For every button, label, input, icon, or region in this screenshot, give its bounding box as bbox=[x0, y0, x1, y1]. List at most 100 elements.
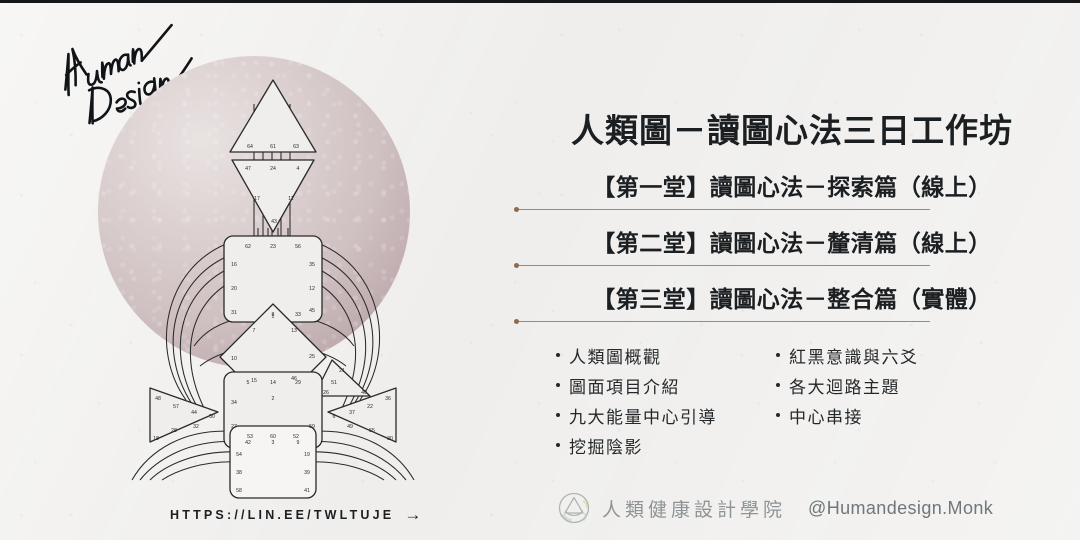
svg-text:6: 6 bbox=[333, 414, 336, 420]
list-item: 挖掘陰影 bbox=[556, 430, 717, 460]
svg-text:9: 9 bbox=[297, 440, 300, 446]
svg-text:17: 17 bbox=[254, 196, 260, 202]
svg-text:30: 30 bbox=[387, 436, 393, 442]
svg-text:3: 3 bbox=[272, 440, 275, 446]
svg-text:25: 25 bbox=[309, 354, 315, 360]
triangle-in-circle-icon bbox=[556, 490, 592, 526]
svg-text:48: 48 bbox=[155, 396, 161, 402]
list-item: 中心串接 bbox=[776, 400, 1080, 430]
bullet-dot-icon bbox=[556, 443, 560, 447]
svg-text:15: 15 bbox=[251, 378, 257, 384]
svg-text:47: 47 bbox=[245, 166, 251, 172]
svg-text:33: 33 bbox=[295, 312, 301, 318]
svg-text:14: 14 bbox=[270, 380, 276, 386]
svg-text:63: 63 bbox=[293, 144, 299, 150]
list-item-label: 圖面項目介紹 bbox=[569, 377, 680, 398]
svg-text:62: 62 bbox=[245, 244, 251, 250]
course-item-3[interactable]: 【第三堂】讀圖心法－整合篇（實體） bbox=[592, 286, 992, 312]
svg-text:59: 59 bbox=[309, 424, 315, 430]
svg-text:53: 53 bbox=[247, 434, 253, 440]
divider-1 bbox=[514, 207, 930, 212]
list-item: 各大迴路主題 bbox=[776, 370, 1080, 400]
topic-list-column-left: 人類圖概觀 圖面項目介紹 九大能量中心引導 挖掘陰影 bbox=[556, 340, 717, 460]
svg-text:36: 36 bbox=[385, 396, 391, 402]
svg-text:44: 44 bbox=[191, 410, 197, 416]
svg-text:60: 60 bbox=[270, 434, 276, 440]
list-item: 圖面項目介紹 bbox=[556, 370, 717, 400]
course-item-2[interactable]: 【第二堂】讀圖心法－釐清篇（線上） bbox=[592, 230, 992, 256]
course-item-1[interactable]: 【第一堂】讀圖心法－探索篇（線上） bbox=[592, 174, 992, 200]
bullet-dot-icon bbox=[556, 353, 560, 357]
svg-text:19: 19 bbox=[304, 452, 310, 458]
topic-list-column-right: 紅黑意識與六爻 各大迴路主題 中心串接 bbox=[776, 340, 1080, 540]
brand-footer: 人類健康設計學院 @Humandesign.Monk bbox=[556, 490, 993, 526]
svg-text:45: 45 bbox=[309, 308, 315, 314]
line-url-text: HTTPS://LIN.EE/TWLTUJE bbox=[170, 508, 395, 522]
social-handle: @Humandesign.Monk bbox=[808, 497, 994, 518]
svg-text:56: 56 bbox=[295, 244, 301, 250]
svg-text:50: 50 bbox=[209, 414, 215, 420]
svg-text:64: 64 bbox=[247, 144, 253, 150]
svg-text:29: 29 bbox=[295, 380, 301, 386]
content-column: 人類圖－讀圖心法三日工作坊 【第一堂】讀圖心法－探索篇（線上） 【第二堂】讀圖心… bbox=[500, 0, 1080, 540]
svg-text:38: 38 bbox=[236, 470, 242, 476]
svg-text:37: 37 bbox=[349, 410, 355, 416]
svg-text:55: 55 bbox=[369, 428, 375, 434]
bullet-dot-icon bbox=[556, 413, 560, 417]
svg-text:10: 10 bbox=[231, 356, 237, 362]
divider-2 bbox=[514, 263, 930, 268]
svg-text:4: 4 bbox=[297, 166, 300, 172]
svg-text:7: 7 bbox=[253, 328, 256, 334]
svg-text:13: 13 bbox=[291, 328, 297, 334]
svg-text:35: 35 bbox=[309, 262, 315, 268]
svg-text:28: 28 bbox=[171, 428, 177, 434]
svg-text:49: 49 bbox=[347, 424, 353, 430]
svg-text:26: 26 bbox=[323, 390, 329, 396]
svg-text:22: 22 bbox=[367, 404, 373, 410]
svg-text:58: 58 bbox=[236, 488, 242, 494]
svg-text:42: 42 bbox=[245, 440, 251, 446]
page-title: 人類圖－讀圖心法三日工作坊 bbox=[571, 112, 1013, 149]
top-rule bbox=[0, 0, 1080, 3]
svg-text:16: 16 bbox=[231, 262, 237, 268]
svg-text:8: 8 bbox=[272, 312, 275, 318]
svg-text:23: 23 bbox=[270, 244, 276, 250]
line-url-link[interactable]: HTTPS://LIN.EE/TWLTUJE → bbox=[170, 505, 421, 525]
list-item-label: 人類圖概觀 bbox=[569, 347, 662, 368]
divider-3 bbox=[514, 319, 930, 324]
bullet-dot-icon bbox=[776, 413, 780, 417]
svg-text:54: 54 bbox=[236, 452, 242, 458]
svg-text:39: 39 bbox=[304, 470, 310, 476]
svg-text:1: 1 bbox=[272, 314, 275, 320]
svg-text:61: 61 bbox=[270, 144, 276, 150]
svg-text:31: 31 bbox=[231, 310, 237, 316]
brand-name: 人類健康設計學院 bbox=[602, 498, 787, 521]
svg-text:51: 51 bbox=[331, 380, 337, 386]
svg-text:11: 11 bbox=[288, 196, 293, 202]
bullet-dot-icon bbox=[776, 383, 780, 387]
svg-text:24: 24 bbox=[270, 166, 276, 172]
svg-text:43: 43 bbox=[271, 219, 277, 225]
svg-text:27: 27 bbox=[231, 424, 237, 430]
svg-text:20: 20 bbox=[231, 286, 237, 292]
arrow-right-icon: → bbox=[404, 505, 422, 524]
list-item: 人類圖概觀 bbox=[556, 340, 717, 370]
list-item-label: 挖掘陰影 bbox=[569, 437, 643, 458]
svg-text:34: 34 bbox=[231, 400, 237, 406]
svg-text:40: 40 bbox=[361, 390, 367, 396]
list-item: 九大能量中心引導 bbox=[556, 400, 717, 430]
svg-text:5: 5 bbox=[247, 380, 250, 386]
list-item-label: 中心串接 bbox=[789, 407, 863, 428]
svg-text:32: 32 bbox=[193, 424, 199, 430]
list-item: 紅黑意識與六爻 bbox=[776, 340, 1080, 370]
list-item-label: 各大迴路主題 bbox=[789, 377, 900, 398]
svg-text:41: 41 bbox=[304, 488, 310, 494]
list-item-label: 九大能量中心引導 bbox=[569, 407, 717, 428]
svg-text:21: 21 bbox=[339, 368, 345, 374]
bullet-dot-icon bbox=[556, 383, 560, 387]
svg-text:46: 46 bbox=[291, 376, 297, 382]
svg-text:12: 12 bbox=[309, 286, 315, 292]
svg-text:18: 18 bbox=[153, 436, 159, 442]
